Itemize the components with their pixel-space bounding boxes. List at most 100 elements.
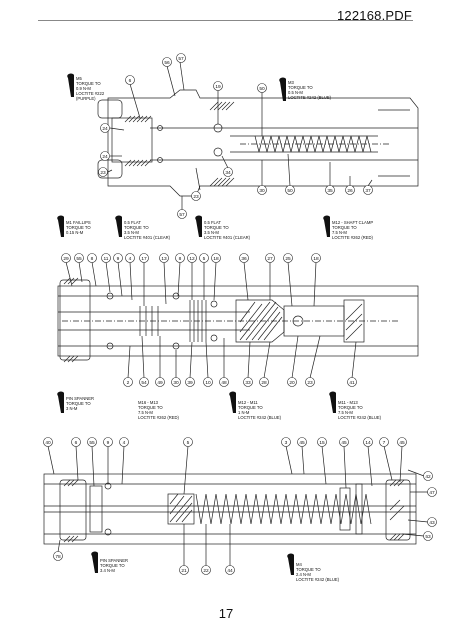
torque-note: TORQUE TO	[124, 225, 149, 230]
page-number: 17	[218, 606, 234, 621]
torque-note: 1 N-M	[238, 410, 250, 415]
torque-note: M11 - M13	[338, 400, 358, 405]
callout: 36	[241, 256, 247, 262]
callout: 23	[100, 170, 106, 176]
torque-note: TORQUE TO	[288, 85, 313, 90]
callout: 45	[341, 440, 347, 446]
torque-note: 7.5 N-M	[332, 230, 347, 235]
torque-note: LOCTITE #222	[76, 91, 105, 96]
callout: 50	[259, 86, 265, 92]
callout: 53	[425, 534, 431, 540]
callout: 22	[203, 568, 209, 574]
callout: 19	[215, 84, 221, 90]
callout: 37	[365, 188, 371, 194]
torque-note: LOCTITE #262 (RED)	[332, 235, 374, 240]
callout: 18	[313, 256, 319, 262]
torque-note: M1 FAILLIPS	[66, 220, 91, 225]
callout: 30	[259, 188, 265, 194]
callout: 27	[267, 256, 273, 262]
top-assembly-diagram	[97, 61, 419, 210]
torque-note: 0.5 FLAT	[124, 220, 141, 225]
torque-note: 3.5 N-M	[204, 230, 219, 235]
callout: 34	[225, 170, 231, 176]
callout: 23	[193, 194, 199, 200]
callout: 35	[327, 188, 333, 194]
callout: 45	[399, 440, 405, 446]
callout: 18	[213, 256, 219, 262]
torque-note: 7.5 N-M	[138, 410, 153, 415]
callout: 25	[285, 256, 291, 262]
bottom-assembly-diagram	[43, 445, 429, 566]
callout: 11	[104, 256, 109, 262]
callout: 6	[129, 78, 132, 84]
callout: 24	[102, 126, 108, 132]
callout: 12	[189, 256, 195, 262]
torque-note: PIN SPANNER	[66, 396, 94, 401]
torque-note: TORQUE TO	[238, 405, 263, 410]
callout: 28	[261, 380, 267, 386]
torque-note: M4	[296, 562, 302, 567]
callout: 24	[102, 154, 108, 160]
torque-note: M12 - SHAFT CLAMP	[332, 220, 373, 225]
torque-note: 0.15 N-M	[66, 230, 84, 235]
torque-note: TORQUE TO	[138, 405, 163, 410]
middle-callout-numbers: 29 55 8 11 9 4 17 13 8 12 5 18 36 27 25 …	[63, 256, 355, 386]
torque-note: PIN SPANNER	[100, 558, 128, 563]
torque-note: LOCTITE #401 (CLEAR)	[124, 235, 171, 240]
callout: 29	[63, 256, 69, 262]
callout: 41	[349, 380, 355, 386]
torque-note: M5	[76, 76, 82, 81]
callout: 56	[164, 60, 170, 66]
torque-note: LOCTITE #242 (BLUE)	[238, 415, 282, 420]
torque-note: 0.5 N-M	[288, 90, 303, 95]
torque-note: 3.4 N-M	[100, 568, 115, 573]
callout: 55	[89, 440, 95, 446]
callout: 9	[107, 440, 110, 446]
callout: 6	[75, 440, 78, 446]
callout: 21	[181, 568, 187, 574]
callout: 10	[205, 380, 211, 386]
callout: 44	[227, 568, 233, 574]
callout: 5	[203, 256, 206, 262]
torque-note: TORQUE TO	[338, 405, 363, 410]
callout: 43	[429, 520, 435, 526]
torque-notes: M5 TORQUE TO 0.9 N-M LOCTITE #222 (PURPL…	[66, 76, 382, 582]
torque-note: M3	[288, 80, 294, 85]
callout: 26	[347, 188, 353, 194]
callout: 47	[429, 490, 435, 496]
callout: 8	[91, 256, 94, 262]
callout: 2	[127, 380, 130, 386]
callout: 5	[187, 440, 190, 446]
torque-note: (PURPLE)	[76, 96, 96, 101]
torque-note: LOCTITE #262 (RED)	[138, 415, 180, 420]
callout: 39	[187, 380, 193, 386]
torque-note: LOCTITE #401 (CLEAR)	[204, 235, 251, 240]
torque-note: 0.9 N-M	[76, 86, 91, 91]
torque-note: 3 N-M	[66, 406, 78, 411]
torque-note: TORQUE TO	[76, 81, 101, 86]
top-callout-numbers: 6 56 57 19 50 24 24 23 23 34 30 50 35 26…	[100, 56, 371, 218]
torque-note: 0.5 FLAT	[204, 220, 221, 225]
callout: 54	[141, 380, 147, 386]
callout: 45	[299, 440, 305, 446]
callout: 14	[365, 440, 371, 446]
callout: 23	[307, 380, 313, 386]
callout: 57	[178, 56, 184, 62]
torque-note: TORQUE TO	[296, 567, 321, 572]
torque-note: 3.5 N-M	[124, 230, 139, 235]
callout: 13	[161, 256, 167, 262]
torque-note: TORQUE TO	[66, 225, 91, 230]
torque-note: 7.5 N-M	[338, 410, 353, 415]
torque-note: TORQUE TO	[100, 563, 125, 568]
callout: 4	[129, 256, 132, 262]
callout: 55	[76, 256, 82, 262]
torque-note: TORQUE TO	[204, 225, 229, 230]
callout: 40	[45, 440, 51, 446]
callout: 78	[55, 554, 61, 560]
torque-note: LOCTITE #242 (BLUE)	[288, 95, 332, 100]
torque-note: LOCTITE #242 (BLUE)	[338, 415, 382, 420]
callout: 30	[173, 380, 179, 386]
document-filename: 122168.PDF	[337, 8, 412, 23]
middle-assembly-diagram	[57, 261, 419, 379]
callout: 48	[221, 380, 227, 386]
